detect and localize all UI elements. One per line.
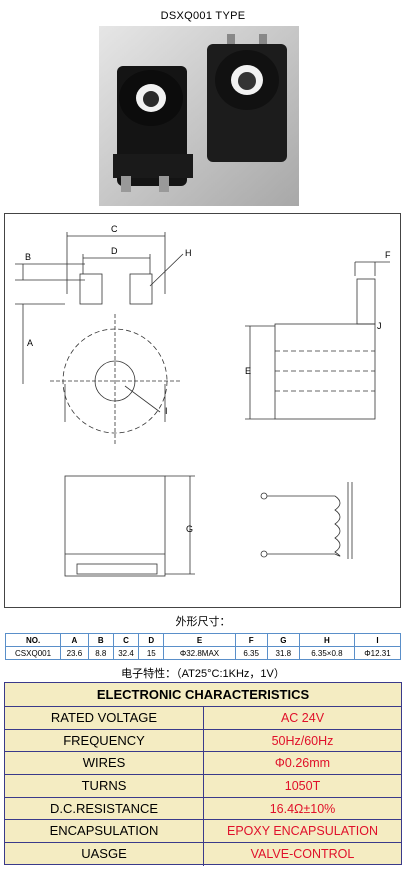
table-cell: 15 [138,646,165,660]
spec-key: D.C.RESISTANCE [5,797,204,820]
electronic-characteristics-table: ELECTRONIC CHARACTERISTICS RATED VOLTAGE… [4,682,402,866]
spec-key: ENCAPSULATION [5,820,204,843]
spec-key: TURNS [5,775,204,797]
dim-label-e: E [245,366,251,376]
table-cell: 6.35 [234,646,268,660]
spec-key: UASGE [5,843,204,866]
table-cell: Φ12.31 [353,646,402,660]
table-header: I [353,633,402,647]
electronic-title: ELECTRONIC CHARACTERISTICS [5,683,401,707]
table-cell: 8.8 [87,646,114,660]
dimensions-caption: 外形尺寸： [175,616,231,628]
spec-key: RATED VOLTAGE [5,707,204,729]
dim-label-g: G [186,524,193,534]
spec-row: UASGE VALVE-CONTROL [5,843,401,866]
dim-label-a: A [27,338,33,348]
dim-label-i: I [165,406,168,416]
dim-label-d: D [111,246,118,256]
spec-value: VALVE-CONTROL [250,847,355,862]
spec-value: AC 24V [280,711,325,725]
spec-value: 16.4Ω±10% [269,801,336,816]
table-cell: Φ32.8MAX [163,646,236,660]
table-header-row: NO. A B C D E F G H I [4,633,402,647]
dim-label-b: B [25,252,31,262]
table-header: G [266,633,300,647]
dimensions-table: NO. A B C D E F G H I CSXQ001 23.6 8.8 3… [4,633,402,660]
spec-key: FREQUENCY [5,729,204,752]
table-cell: 23.6 [60,646,89,660]
spec-row: FREQUENCY 50Hz/60Hz [5,729,401,753]
product-photo [99,26,299,206]
dim-label-j: J [377,321,382,331]
spec-value: EPOXY ENCAPSULATION [227,824,378,839]
table-cell: 32.4 [112,646,140,660]
dim-label-h: H [185,248,192,258]
dimension-drawing: C D B A H I F J E G [4,213,401,608]
table-row: CSXQ001 23.6 8.8 32.4 15 Φ32.8MAX 6.35 3… [4,646,402,660]
spec-row: WIRES Φ0.26mm [5,752,401,776]
spec-row: TURNS 1050T [5,775,401,798]
table-header: A [60,633,89,647]
table-cell: 6.35×0.8 [298,646,355,660]
spec-value: Φ0.26mm [274,756,331,771]
spec-key: WIRES [5,752,204,775]
table-header: NO. [4,633,62,647]
spec-row: D.C.RESISTANCE 16.4Ω±10% [5,797,401,821]
spec-value: 50Hz/60Hz [271,733,334,748]
dim-label-f: F [385,250,391,260]
table-cell: 31.8 [266,646,300,660]
spec-row: ENCAPSULATION EPOXY ENCAPSULATION [5,820,401,844]
table-header: B [87,633,114,647]
table-header: E [163,633,236,647]
page-title: DSXQ001 TYPE [160,10,246,22]
table-header: D [138,633,165,647]
table-header: H [298,633,355,647]
table-cell: CSXQ001 [4,646,62,660]
solenoid-coil-photo-icon [99,26,299,206]
table-header: F [234,633,268,647]
electronic-caption: 电子特性：（AT25°C:1KHz，1V） [121,668,285,680]
spec-row: RATED VOLTAGE AC 24V [5,707,401,730]
spec-value: 1050T [284,779,321,794]
dim-label-c: C [111,224,118,234]
table-header: C [112,633,140,647]
